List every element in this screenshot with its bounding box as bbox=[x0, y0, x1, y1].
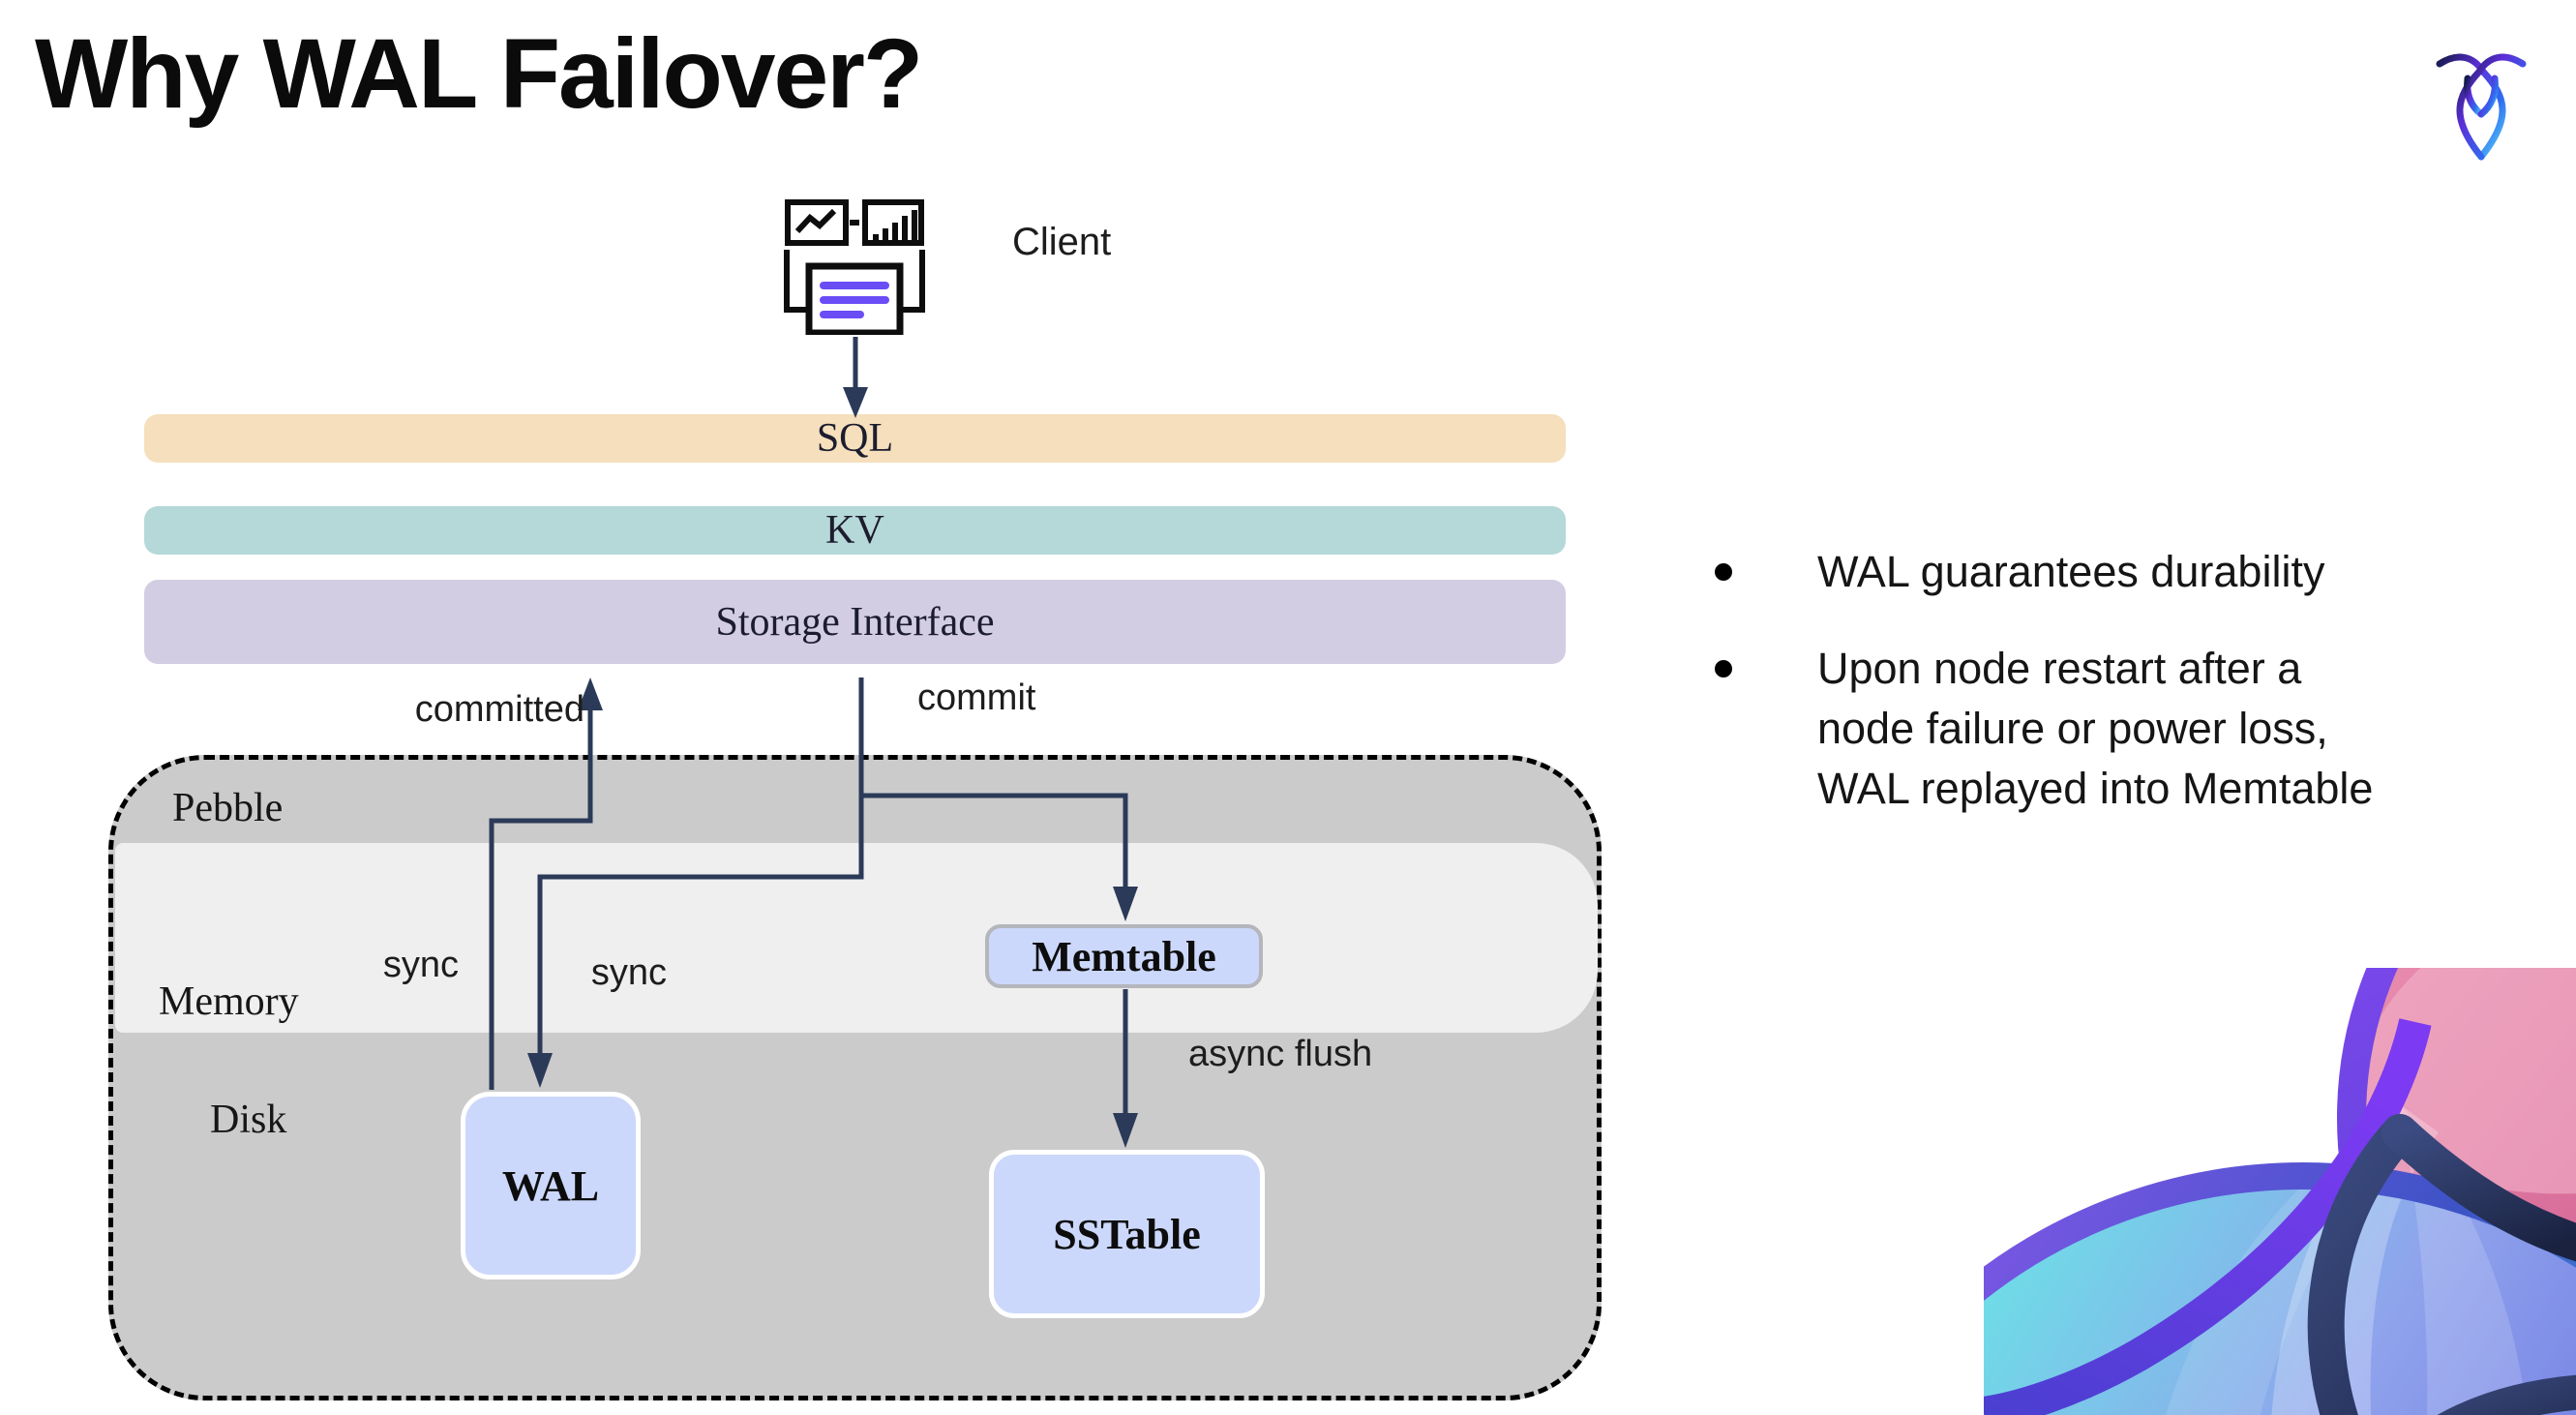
wal-box: WAL bbox=[461, 1092, 641, 1280]
edge-label-committed: committed bbox=[414, 689, 584, 730]
bullet-dot-icon bbox=[1715, 563, 1732, 581]
memtable-label: Memtable bbox=[1032, 932, 1216, 980]
bullet-text: WAL guarantees durability bbox=[1817, 547, 2325, 596]
layer-sql: SQL bbox=[144, 414, 1566, 463]
sstable-box: SSTable bbox=[989, 1150, 1265, 1318]
list-item: Upon node restart after a node failure o… bbox=[1715, 639, 2566, 819]
pebble-container: Pebble Memory Disk bbox=[108, 755, 1602, 1400]
pebble-label: Pebble bbox=[172, 786, 284, 830]
layer-storage-interface-label: Storage Interface bbox=[715, 599, 995, 645]
layer-kv-label: KV bbox=[825, 508, 884, 553]
layer-storage-interface: Storage Interface bbox=[144, 580, 1566, 664]
bullet-list: WAL guarantees durability Upon node rest… bbox=[1715, 542, 2566, 819]
edge-label-async-flush: async flush bbox=[1188, 1034, 1373, 1074]
bullet-dot-icon bbox=[1715, 660, 1732, 677]
layer-kv: KV bbox=[144, 506, 1566, 555]
edge-label-sync-right: sync bbox=[590, 952, 668, 993]
list-item: WAL guarantees durability bbox=[1715, 542, 2566, 602]
cockroachdb-logo-icon bbox=[2435, 48, 2528, 163]
edge-label-commit: commit bbox=[917, 677, 1036, 718]
layer-sql-label: SQL bbox=[816, 416, 894, 461]
disk-label: Disk bbox=[210, 1098, 287, 1142]
sstable-label: SSTable bbox=[1053, 1210, 1201, 1258]
client-dashboard-icon bbox=[784, 199, 925, 335]
page-title: Why WAL Failover? bbox=[35, 18, 923, 129]
wal-label: WAL bbox=[501, 1161, 600, 1210]
memtable-box: Memtable bbox=[985, 924, 1263, 988]
edge-label-sync-left: sync bbox=[382, 945, 460, 985]
memory-label: Memory bbox=[159, 979, 299, 1024]
client-label: Client bbox=[1012, 221, 1112, 263]
bullet-text: Upon node restart after a node failure o… bbox=[1817, 644, 2374, 813]
memory-band bbox=[115, 843, 1598, 1033]
cockroachdb-brand-art bbox=[1984, 968, 2576, 1415]
